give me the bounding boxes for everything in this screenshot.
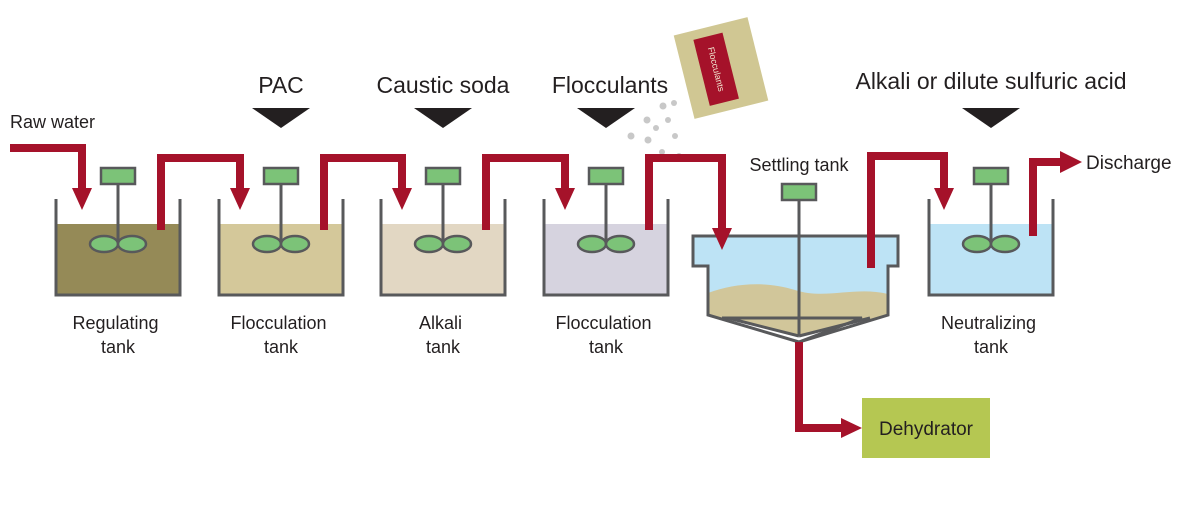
neutralizing-tank-label-line1: Neutralizing [941, 313, 1036, 333]
pipe-alkali-to-flocculation2 [482, 154, 569, 230]
flocculants-hopper [577, 108, 635, 128]
regulating-tank-mixer [88, 166, 148, 254]
discharge-pipe [1029, 158, 1064, 236]
arrow-into-alkali [392, 188, 412, 210]
flocculation-tank-2-label: Flocculation tank [555, 313, 656, 357]
neutralizing-tank-label-line2: tank [974, 337, 1009, 357]
raw-water-label: Raw water [10, 112, 95, 132]
pipe-flocculation2-to-settling [645, 154, 726, 232]
regulating-tank-label-line1: Regulating [72, 313, 158, 333]
flocculation-tank-2-mixer [576, 166, 636, 254]
caustic-soda-label: Caustic soda [377, 72, 510, 98]
flocculation-tank-2-label-line2: tank [589, 337, 624, 357]
flocculant-bag: Flocculants [673, 17, 769, 119]
discharge-arrow [1060, 151, 1082, 173]
flocculation-tank-1-label: Flocculation tank [230, 313, 331, 357]
arrow-into-flocculation1 [230, 188, 250, 210]
flocculation-tank-1-label-line1: Flocculation [230, 313, 326, 333]
flocculant-particles [627, 100, 682, 159]
flocculation-tank-2-wall [542, 199, 670, 297]
raw-water-inlet-pipe [10, 144, 86, 192]
settling-tank-cone [722, 316, 863, 344]
sludge-pipe [795, 342, 845, 432]
regulating-tank-label: Regulating tank [72, 313, 163, 357]
flocculants-label: Flocculants [552, 72, 668, 98]
discharge-label: Discharge [1086, 153, 1172, 174]
arrow-into-settling [712, 228, 732, 250]
neutralizing-tank-label: Neutralizing tank [941, 313, 1041, 357]
regulating-tank-wall [54, 199, 182, 297]
flocculation-tank-1-wall [217, 199, 345, 297]
raw-water-inlet-arrow [72, 188, 92, 210]
alkali-acid-label: Alkali or dilute sulfuric acid [855, 68, 1126, 94]
alkali-tank-mixer [413, 166, 473, 254]
settling-tank-scraper [727, 182, 871, 338]
flocculation-tank-2-label-line1: Flocculation [555, 313, 651, 333]
neutralizing-tank-mixer [961, 166, 1021, 254]
arrow-into-neutralizing [934, 188, 954, 210]
alkali-acid-hopper [962, 108, 1020, 128]
flocculation-tank-1-label-line2: tank [264, 337, 299, 357]
flocculation-tank-1-mixer [251, 166, 311, 254]
settling-tank-label: Settling tank [749, 155, 849, 175]
pipe-settling-to-neutralizing [867, 152, 948, 268]
sludge-arrow [841, 418, 862, 438]
arrow-into-flocculation2 [555, 188, 575, 210]
dehydrator-box [862, 398, 990, 458]
alkali-tank-label: Alkali tank [419, 313, 467, 357]
caustic-soda-hopper [414, 108, 472, 128]
pac-label: PAC [258, 72, 304, 98]
alkali-tank-label-line2: tank [426, 337, 461, 357]
settling-tank-wall [691, 234, 900, 344]
dehydrator-label: Dehydrator [879, 419, 974, 440]
neutralizing-tank-wall [927, 199, 1055, 297]
alkali-tank-wall [379, 199, 507, 297]
regulating-tank-label-line2: tank [101, 337, 136, 357]
alkali-tank-label-line1: Alkali [419, 313, 462, 333]
pac-hopper [252, 108, 310, 128]
flocculant-bag-label-panel [693, 32, 739, 106]
pipe-regulating-to-flocculation1 [157, 154, 244, 230]
pipe-flocculation1-to-alkali [320, 154, 406, 230]
